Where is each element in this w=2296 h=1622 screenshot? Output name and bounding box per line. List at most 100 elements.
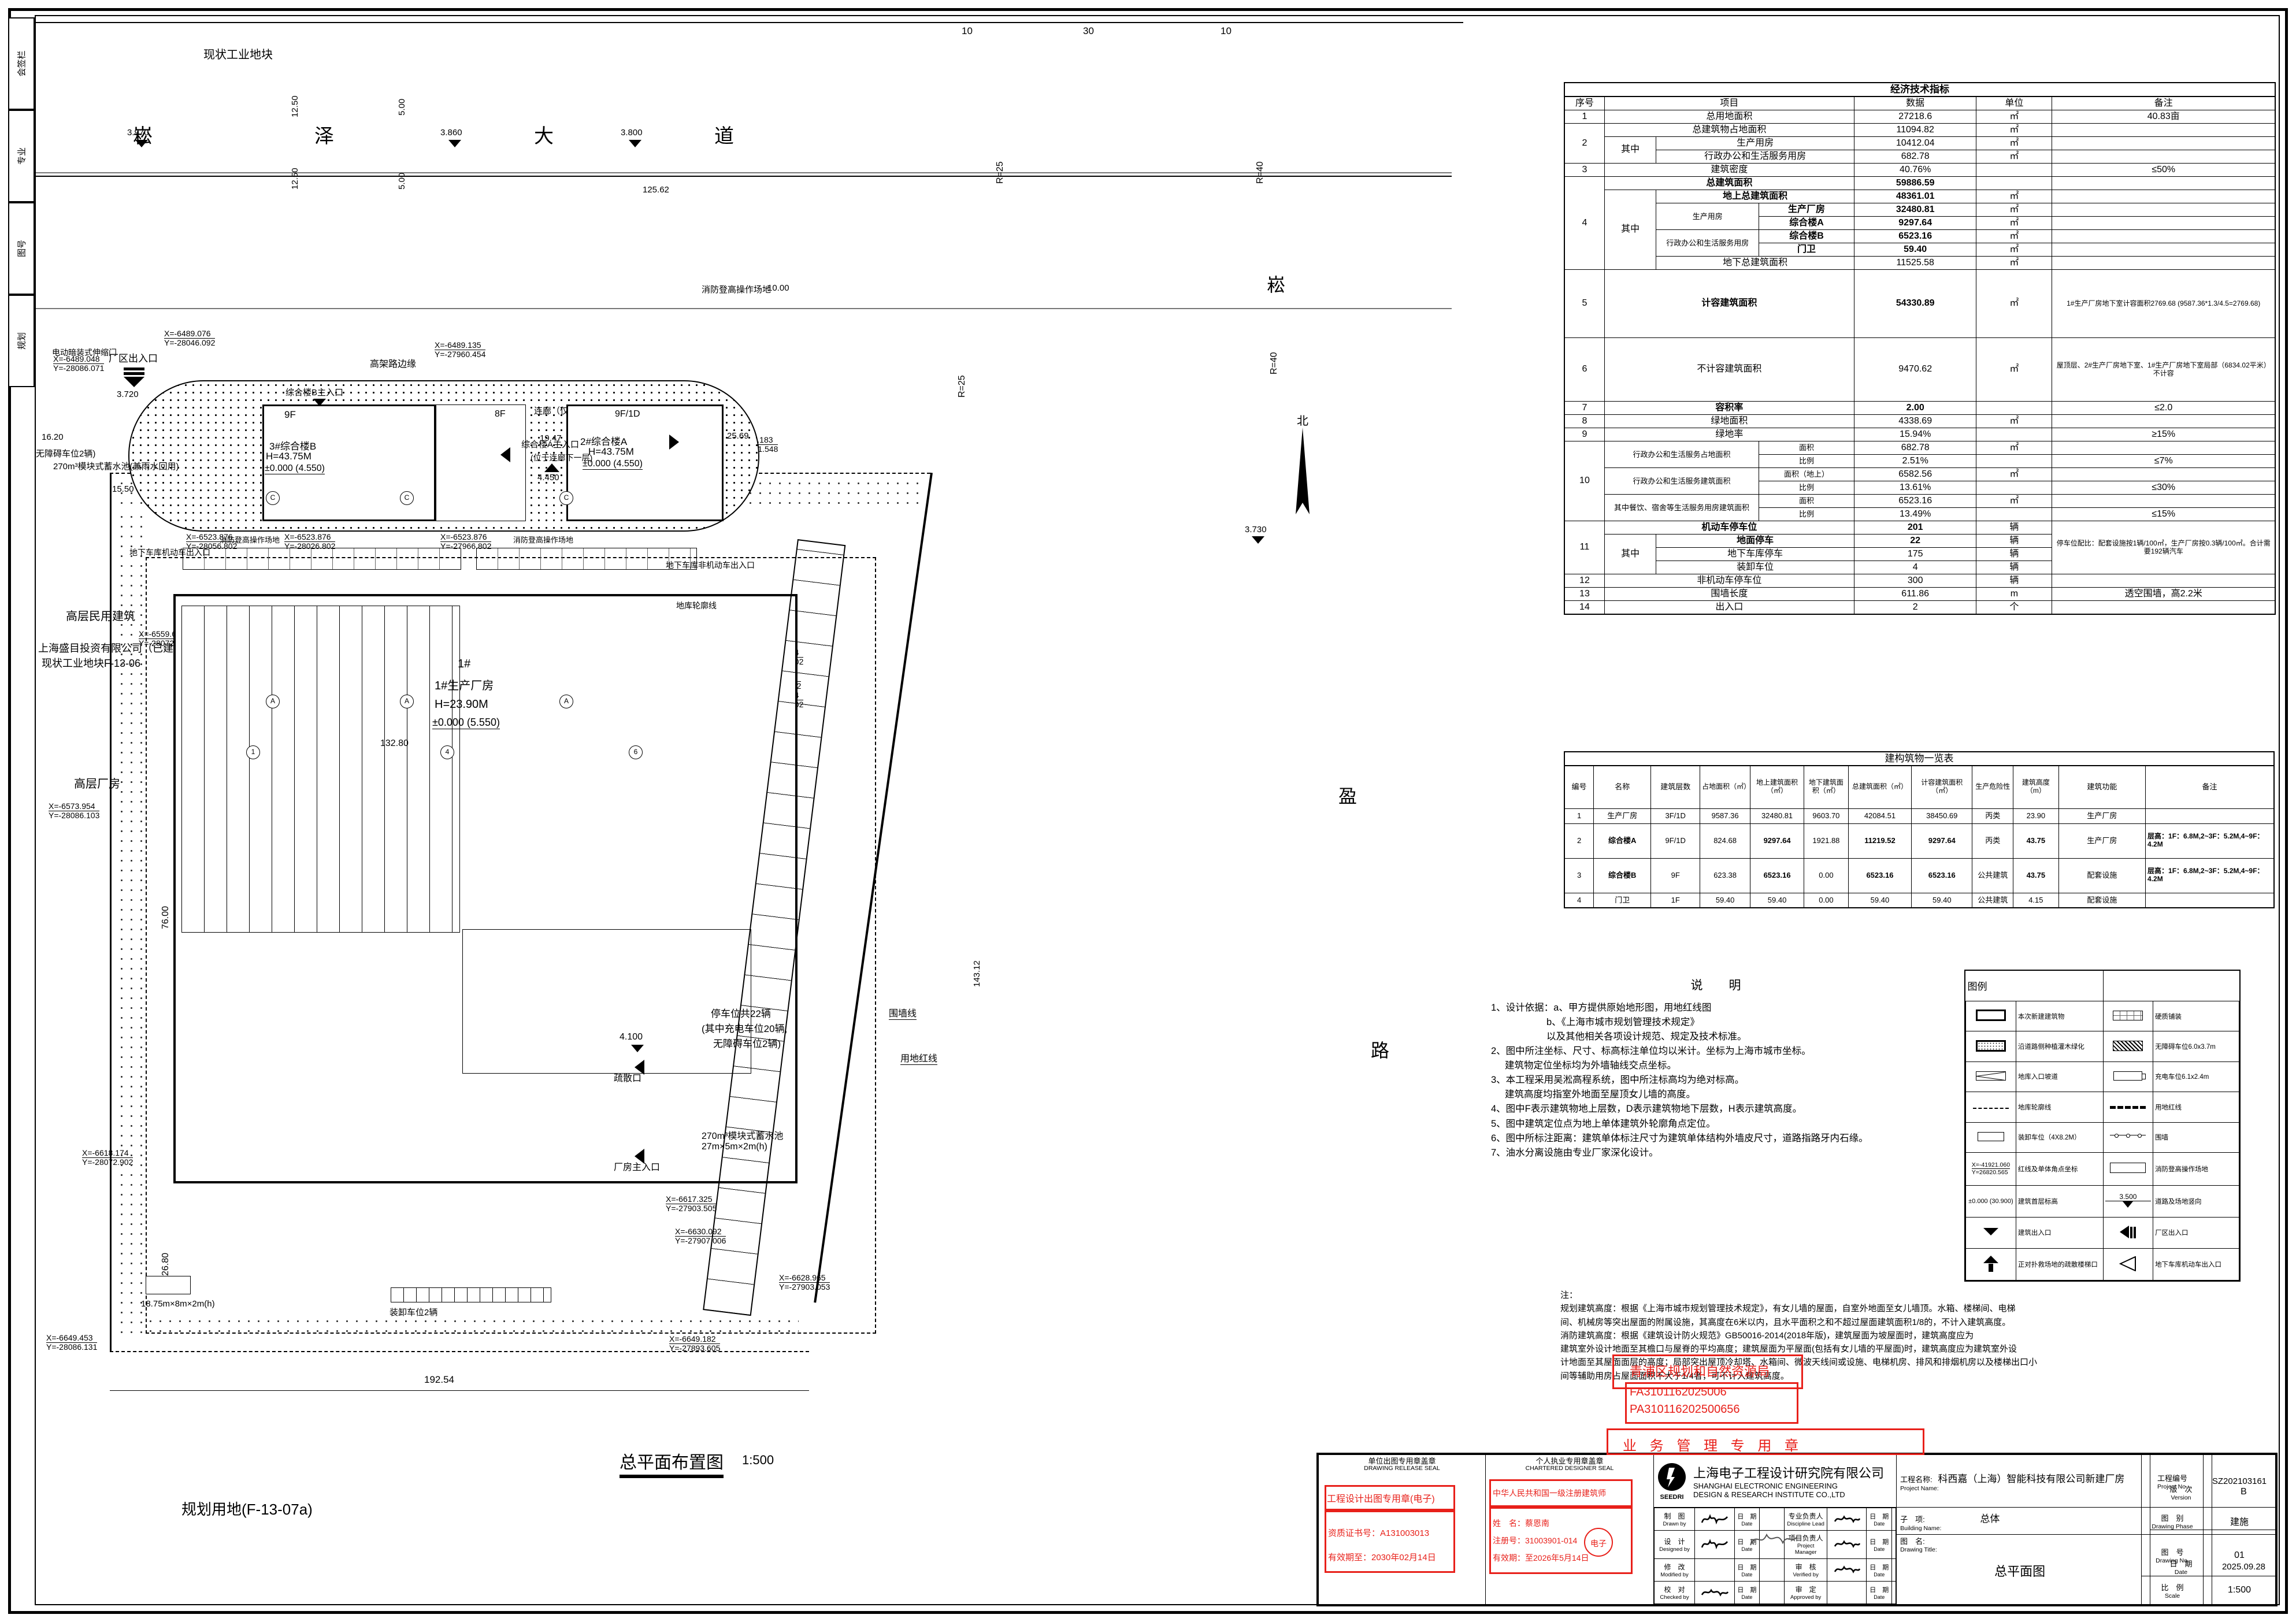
- cell: 9603.70: [1804, 808, 1849, 824]
- row-item: 绿地率: [1604, 428, 1854, 441]
- fire-climbing-area-symbol: [2102, 1152, 2154, 1186]
- design-notes-block: 说 明 1、设计依据：a、甲方提供原始地形图，用地红线图 b、《上海市城市规划管…: [1491, 977, 1948, 1160]
- main-entrance-label-b: 综合楼B主入口: [285, 388, 344, 398]
- designer-stamp-line1: 中华人民共和国一级注册建筑师: [1493, 1489, 1606, 1498]
- red-line-symbol: [2102, 1092, 2154, 1123]
- signature-field-verified[interactable]: [1826, 1558, 1867, 1582]
- row-unit: [1976, 176, 2053, 190]
- signature-field-approved[interactable]: [1826, 1580, 1867, 1605]
- plot-label: 规划用地(F-13-07a): [181, 1501, 313, 1518]
- signature-field-drawn[interactable]: [1694, 1507, 1735, 1531]
- row-value: 611.86: [1853, 587, 1977, 601]
- date-field-checked[interactable]: [1759, 1580, 1785, 1605]
- table-row: 地下车库停车 175 辆: [1564, 547, 2275, 561]
- redline-label: 用地红线: [900, 1051, 938, 1065]
- table-row: 3 建筑密度 40.76% ≤50%: [1564, 163, 2276, 177]
- meta-value-4: B: [2212, 1454, 2276, 1530]
- row-unit: 辆: [1976, 521, 2053, 535]
- signoff-label-pm: 项目负责人 Project Manager: [1784, 1530, 1827, 1559]
- row-item: 围墙长度: [1604, 587, 1854, 601]
- date-field-pm[interactable]: [1891, 1530, 1897, 1559]
- cell: 59.40: [1911, 892, 1973, 908]
- col-header: 地上建筑面积（㎡）: [1750, 765, 1805, 809]
- col-header: 占地面积（㎡）: [1700, 765, 1750, 809]
- row-item: 其中餐饮、宿舍等生活服务用房建筑面积: [1604, 494, 1760, 521]
- building-height-label: H=43.75M: [588, 446, 634, 457]
- row-item: 地面停车: [1656, 534, 1854, 548]
- cell: 59.40: [1848, 892, 1912, 908]
- legend-label: 装卸车位（4X8.2M）: [2015, 1122, 2104, 1153]
- date-en: Date: [1874, 1594, 1885, 1600]
- corner-coordinate-symbol: X=-41921.060 Y=26820.565: [1965, 1152, 2016, 1186]
- row-item: 非机动车停车位: [1604, 574, 1854, 588]
- signature-field-designed[interactable]: [1694, 1530, 1735, 1559]
- garage-ramp-symbol: [1965, 1061, 2016, 1093]
- cell: 43.75: [2013, 858, 2059, 893]
- legend-label: 用地红线: [2153, 1092, 2239, 1123]
- date-field-verified[interactable]: [1891, 1558, 1897, 1582]
- row-value: 6523.16: [1853, 494, 1977, 508]
- table-row: 13 围墙长度 611.86 m 透空围墙，高2.2米: [1564, 587, 2276, 601]
- table-row: 比例 13.61% ≤30%: [1564, 481, 2276, 495]
- cell: 生产厂房: [2058, 808, 2146, 824]
- loading-bay-area: [391, 1287, 551, 1302]
- row-value: 10412.04: [1853, 136, 1977, 150]
- signature-field-checked[interactable]: [1694, 1580, 1735, 1605]
- building-name-value: 总体: [1980, 1513, 2000, 1524]
- legend-title-spacer: [2103, 971, 2239, 1001]
- date-field-approved[interactable]: [1891, 1580, 1897, 1605]
- cell: 0.00: [1804, 892, 1849, 908]
- ground-floor-elevation-symbol: ±0.000 (30.900): [1965, 1185, 2016, 1218]
- planning-bureau-stamp-line2: FA3101162025006: [1630, 1386, 1727, 1398]
- evacuation-exit-icon: [635, 1060, 644, 1075]
- row-unit: ㎡: [1976, 216, 2053, 230]
- water-tank-dim-label-south: 27m×5m×2m(h): [702, 1142, 767, 1152]
- cell: 丙类: [1972, 808, 2013, 824]
- cell: 综合楼B: [1593, 858, 1652, 893]
- road-name-char: 大: [534, 125, 554, 147]
- row-unit: ㎡: [1976, 337, 2053, 402]
- row-unit: [1976, 428, 2053, 441]
- company-name-en1: SHANGHAI ELECTRONIC ENGINEERING: [1693, 1482, 1838, 1490]
- row-value: 11525.58: [1853, 256, 1977, 270]
- coordinate-x: X=-6617.325: [666, 1194, 717, 1205]
- coordinate-x: X=-6628.965: [779, 1273, 830, 1283]
- cell: 3F/1D: [1650, 808, 1701, 824]
- table-row: 4 总建筑面积 59886.59: [1564, 176, 2276, 270]
- row-value: 22: [1853, 534, 1977, 548]
- date-cn: 日 期: [1870, 1538, 1889, 1546]
- row-value: 9470.62: [1853, 337, 1977, 402]
- signature-field-discipline[interactable]: [1826, 1507, 1867, 1531]
- row-no: 2: [1564, 123, 1605, 164]
- row-unit: ㎡: [1976, 229, 2053, 243]
- row-note: ≤2.0: [2052, 401, 2276, 415]
- table-title: 经济技术指标: [1564, 82, 2276, 97]
- table-row: 1 总用地面积 27218.6 ㎡ 40.83亩: [1564, 110, 2276, 124]
- row-value: 201: [1853, 521, 1977, 535]
- date-field-modified[interactable]: [1759, 1558, 1785, 1582]
- signoff-cn: 制 图: [1664, 1512, 1685, 1521]
- building-name-label-cn: 子 项:: [1900, 1515, 1925, 1524]
- row-no: 10: [1564, 441, 1605, 521]
- signature-field-pm[interactable]: [1826, 1530, 1867, 1559]
- row-unit: ㎡: [1976, 243, 2053, 257]
- cell: 9297.64: [1750, 823, 1805, 859]
- date-field-discipline[interactable]: [1891, 1507, 1897, 1531]
- signature-field-modified[interactable]: [1694, 1558, 1735, 1582]
- binding-tab-label: 专业: [17, 147, 27, 165]
- cell: 6523.16: [1848, 858, 1912, 893]
- col-header: 总建筑面积（㎡）: [1848, 765, 1912, 809]
- substation-label: 消防登高操作场地: [702, 285, 771, 295]
- date-field-designed[interactable]: [1759, 1530, 1785, 1559]
- date-label-designed: 日 期 Date: [1734, 1530, 1760, 1559]
- cell: 2: [1564, 823, 1594, 859]
- cell: 6523.16: [1911, 858, 1973, 893]
- date-field-drawn[interactable]: [1759, 1507, 1785, 1531]
- table-row: 2 综合楼A 9F/1D 824.68 9297.64 1921.88 1121…: [1564, 823, 2275, 859]
- col-header: 生产危险性: [1972, 765, 2013, 809]
- notes2-title: 注：: [1560, 1290, 1578, 1300]
- designer-seal-label-cn: 个人执业专用章盖章: [1535, 1457, 1604, 1465]
- cell: 层高：1F：6.8M,2~3F：5.2M,4~9F：4.2M: [2145, 858, 2275, 893]
- plant-interior-structure: [181, 606, 460, 933]
- grid-bubble: 6: [629, 745, 643, 759]
